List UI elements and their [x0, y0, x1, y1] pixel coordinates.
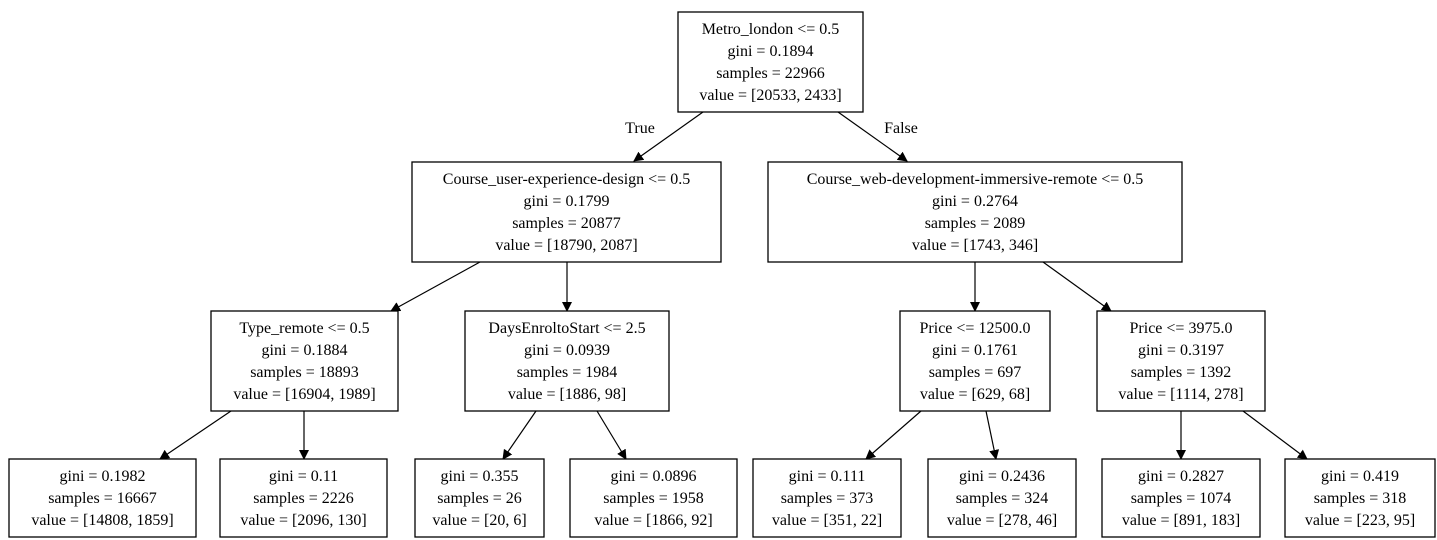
node-line: gini = 0.1884: [262, 342, 348, 359]
node-line: gini = 0.0896: [611, 468, 697, 485]
node-box: [8, 458, 197, 538]
tree-node-n4: DaysEnroltoStart <= 2.5 gini = 0.0939 samp…: [464, 310, 670, 412]
node-box: [1284, 458, 1436, 538]
node-line: Price <= 12500.0: [920, 320, 1031, 337]
node-line: value = [20533, 2433]: [699, 87, 841, 104]
node-line: samples = 1958: [603, 490, 704, 507]
node-line: value = [1114, 278]: [1118, 386, 1243, 403]
node-line: gini = 0.1982: [60, 468, 146, 485]
node-line: value = [14808, 1859]: [31, 512, 173, 529]
node-line: gini = 0.1894: [728, 43, 814, 60]
tree-node-l4: gini = 0.0896 samples = 1958 value = [1866…: [569, 458, 738, 538]
node-line: value = [629, 68]: [920, 386, 1030, 403]
node-line: value = [20, 6]: [432, 512, 526, 529]
edge-n6-l8: [1242, 410, 1308, 460]
node-line: Course_web-development-immersive-remote …: [807, 171, 1144, 188]
node-line: samples = 2226: [253, 490, 354, 507]
edge-n5-l6: [985, 410, 1000, 460]
node-line: gini = 0.355: [441, 468, 519, 485]
node-line: samples = 373: [781, 490, 874, 507]
tree-node-root: Metro_london <= 0.5 gini = 0.1894 samples …: [677, 11, 864, 113]
node-line: value = [1886, 98]: [508, 386, 626, 403]
node-line: gini = 0.2827: [1138, 468, 1224, 485]
node-line: samples = 697: [929, 364, 1022, 381]
node-line: value = [1743, 346]: [912, 237, 1038, 254]
node-line: gini = 0.1799: [524, 193, 610, 210]
edge-n1-n3: [390, 261, 481, 312]
node-line: value = [16904, 1989]: [233, 386, 375, 403]
node-line: samples = 324: [956, 490, 1049, 507]
node-line: value = [351, 22]: [772, 512, 882, 529]
tree-node-n1: Course_user-experience-design <= 0.5 gini…: [411, 161, 722, 263]
node-line: Type_remote <= 0.5: [239, 320, 369, 337]
node-box: [414, 458, 545, 538]
node-box: [219, 458, 388, 538]
edge-label-false: False: [884, 120, 918, 137]
tree-node-l5: gini = 0.111 samples = 373 value = [351, 2…: [752, 458, 902, 538]
edge-label-true: True: [625, 120, 655, 137]
edge-root-n2: [837, 111, 908, 162]
node-box: [767, 161, 1183, 263]
edge-n4-l4: [596, 410, 627, 460]
node-line: gini = 0.2436: [959, 468, 1045, 485]
node-line: samples = 1392: [1131, 364, 1232, 381]
node-line: gini = 0.11: [269, 468, 338, 485]
node-line: DaysEnroltoStart <= 2.5: [488, 320, 645, 337]
node-line: samples = 16667: [48, 490, 157, 507]
edge-root-n1: [633, 111, 704, 162]
node-line: value = [891, 183]: [1122, 512, 1240, 529]
node-box: [752, 458, 902, 538]
node-box: [464, 310, 670, 412]
tree-node-n3: Type_remote <= 0.5 gini = 0.1884 samples =…: [210, 310, 399, 412]
node-line: gini = 0.111: [789, 468, 866, 485]
node-line: Price <= 3975.0: [1130, 320, 1233, 337]
node-box: [677, 11, 864, 113]
node-line: samples = 2089: [925, 215, 1026, 232]
edge-n3-l1: [159, 410, 232, 460]
edge-n2-n6: [1042, 261, 1112, 312]
tree-node-n2: Course_web-development-immersive-remote …: [767, 161, 1183, 263]
node-box: [1096, 310, 1266, 412]
tree-node-l3: gini = 0.355 samples = 26 value = [20, 6]: [414, 458, 545, 538]
node-line: value = [2096, 130]: [240, 512, 366, 529]
node-line: value = [278, 46]: [947, 512, 1057, 529]
node-line: value = [223, 95]: [1305, 512, 1415, 529]
tree-node-l2: gini = 0.11 samples = 2226 value = [2096, …: [219, 458, 388, 538]
edges-layer: [159, 111, 1308, 460]
node-line: gini = 0.1761: [932, 342, 1018, 359]
node-line: samples = 18893: [250, 364, 359, 381]
node-line: gini = 0.3197: [1138, 342, 1224, 359]
node-line: samples = 1984: [517, 364, 618, 381]
tree-node-l7: gini = 0.2827 samples = 1074 value = [891,…: [1101, 458, 1261, 538]
tree-node-n5: Price <= 12500.0 gini = 0.1761 samples = 6…: [899, 310, 1051, 412]
edge-n5-l5: [865, 410, 922, 460]
node-line: samples = 26: [437, 490, 522, 507]
node-line: samples = 20877: [512, 215, 621, 232]
node-box: [569, 458, 738, 538]
node-line: gini = 0.419: [1321, 468, 1399, 485]
node-box: [210, 310, 399, 412]
node-line: gini = 0.0939: [524, 342, 610, 359]
node-line: Metro_london <= 0.5: [702, 21, 840, 38]
tree-node-l1: gini = 0.1982 samples = 16667 value = [148…: [8, 458, 197, 538]
node-line: samples = 318: [1314, 490, 1407, 507]
nodes-layer: Metro_london <= 0.5 gini = 0.1894 samples …: [8, 11, 1436, 538]
node-line: value = [18790, 2087]: [495, 237, 637, 254]
tree-node-n6: Price <= 3975.0 gini = 0.3197 samples = 13…: [1096, 310, 1266, 412]
node-line: value = [1866, 92]: [594, 512, 712, 529]
node-box: [899, 310, 1051, 412]
node-line: samples = 1074: [1131, 490, 1232, 507]
node-line: Course_user-experience-design <= 0.5: [443, 171, 690, 188]
node-box: [1101, 458, 1261, 538]
tree-node-l8: gini = 0.419 samples = 318 value = [223, 9…: [1284, 458, 1436, 538]
node-box: [927, 458, 1077, 538]
node-line: samples = 22966: [716, 65, 825, 82]
node-line: gini = 0.2764: [932, 193, 1018, 210]
tree-node-l6: gini = 0.2436 samples = 324 value = [278, …: [927, 458, 1077, 538]
node-box: [411, 161, 722, 263]
edge-n4-l3: [502, 410, 537, 460]
